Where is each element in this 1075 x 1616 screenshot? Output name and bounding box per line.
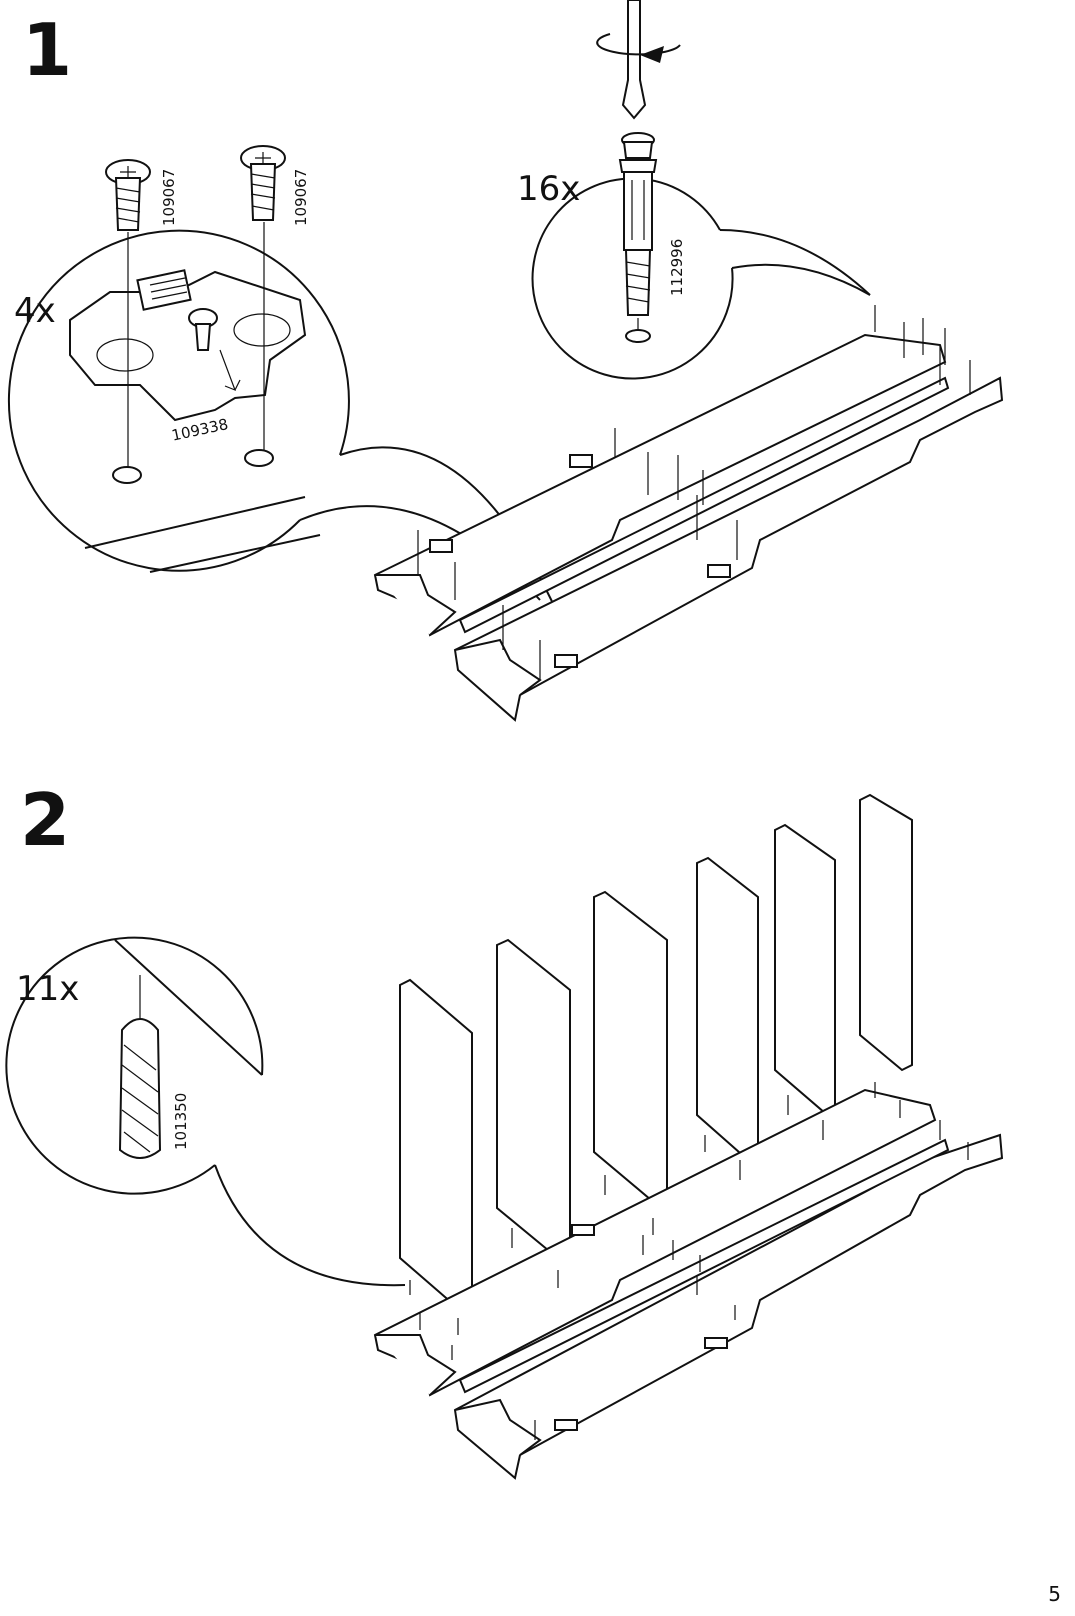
- part-number: 109067: [160, 169, 178, 226]
- quantity-label: 4x: [14, 294, 56, 328]
- step-number: 1: [22, 14, 72, 86]
- screwdriver-icon: [597, 0, 680, 118]
- detail-circle-cam-stud: [533, 179, 870, 379]
- page-number: 5: [1048, 1582, 1061, 1606]
- part-number: 112996: [668, 239, 686, 296]
- mounting-bracket-icon: [70, 270, 305, 420]
- cam-stud-icon: [620, 133, 656, 342]
- step-number: 2: [20, 784, 70, 856]
- quantity-label: 11x: [16, 972, 79, 1006]
- part-number: 101350: [172, 1093, 190, 1150]
- part-number: 109067: [292, 169, 310, 226]
- dowel-icon: [120, 975, 160, 1158]
- quantity-label: 16x: [517, 172, 580, 206]
